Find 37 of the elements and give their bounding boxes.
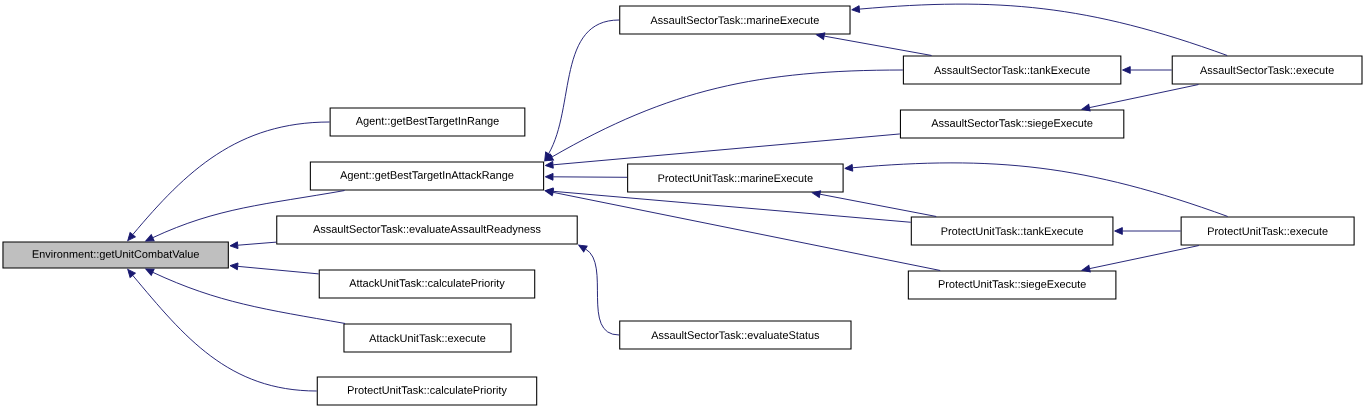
arrow (851, 3, 1228, 56)
function-box: AssaultSectorTask::evaluateStatus (619, 320, 852, 350)
function-box: AttackUnitTask::calculatePriority (318, 269, 536, 299)
arrow (544, 187, 912, 223)
function-box: ProtectUnitTask::calculatePriority (316, 376, 538, 406)
function-box: Agent::getBestTargetInRange (329, 107, 526, 137)
arrow (127, 121, 331, 242)
function-box: AssaultSectorTask::siegeExecute (899, 109, 1125, 139)
function-box: ProtectUnitTask::tankExecute (910, 216, 1114, 246)
function-box: ProtectUnitTask::marineExecute (627, 163, 844, 193)
function-box: ProtectUnitTask::execute (1180, 216, 1355, 246)
function-box: AttackUnitTask::execute (343, 323, 512, 353)
arrow (1081, 245, 1200, 273)
arrow (811, 190, 937, 217)
function-box: Environment::getUnitCombatValue (2, 241, 229, 269)
arrow (544, 133, 901, 169)
function-box: ProtectUnitTask::siegeExecute (907, 270, 1117, 300)
arrow (229, 241, 277, 250)
arrow (578, 244, 620, 336)
arrow (1081, 84, 1199, 112)
arrow (1114, 227, 1182, 235)
arrow (544, 188, 941, 271)
arrow (127, 269, 318, 392)
arrow (1122, 66, 1173, 74)
arrow (844, 162, 1229, 217)
arrow (544, 69, 904, 162)
arrow (145, 268, 346, 324)
arrow (816, 32, 932, 56)
arrow (544, 19, 620, 161)
arrow (544, 172, 628, 181)
arrow (229, 262, 320, 275)
function-box: Agent::getBestTargetInAttackRange (309, 161, 545, 191)
function-box: AssaultSectorTask::execute (1171, 55, 1363, 85)
function-box: AssaultSectorTask::evaluateAssaultReadyness (276, 215, 578, 245)
function-box: AssaultSectorTask::tankExecute (902, 55, 1122, 85)
arrow (145, 190, 346, 242)
function-box: AssaultSectorTask::marineExecute (619, 5, 851, 35)
